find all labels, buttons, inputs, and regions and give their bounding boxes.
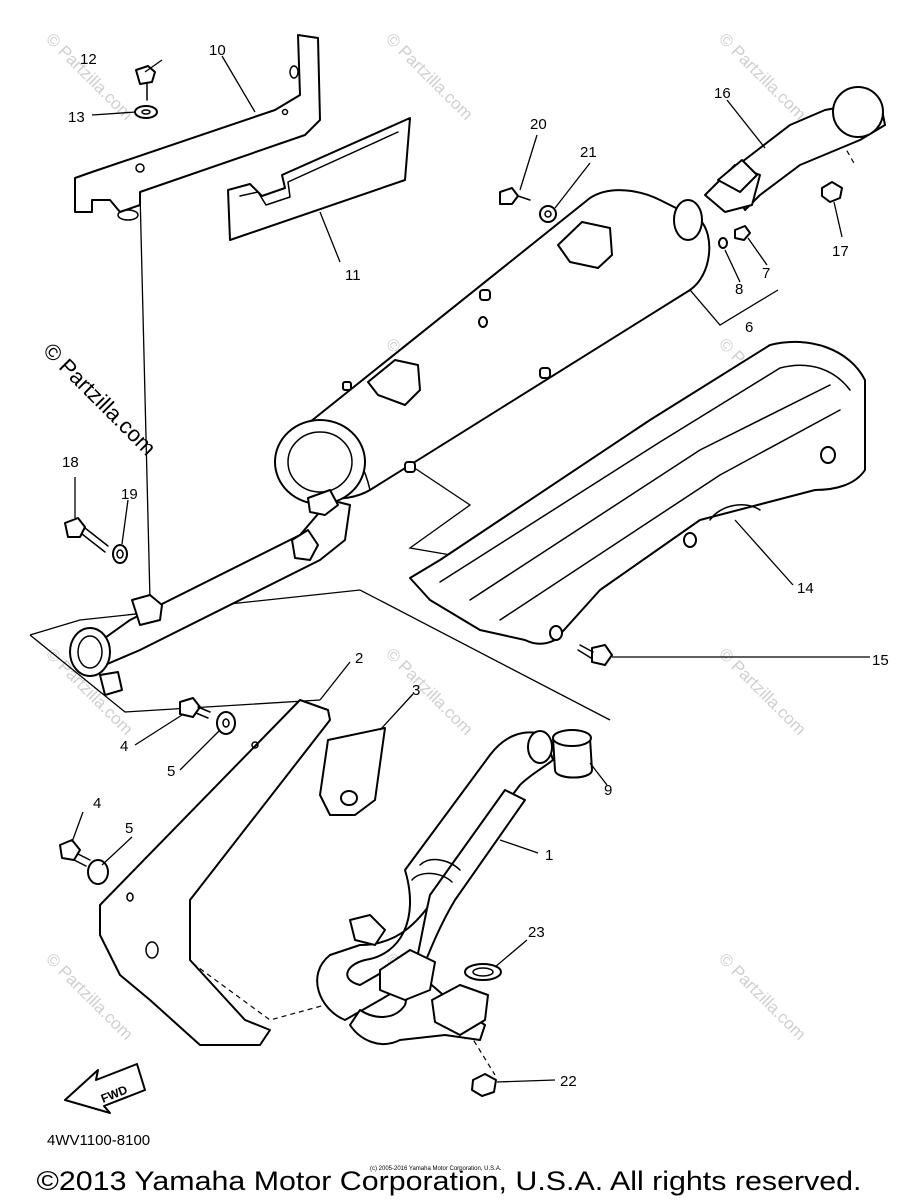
callout-8: 8	[735, 281, 743, 298]
callout-2: 2	[355, 650, 363, 667]
watermark: © Partzilla.com	[382, 644, 476, 738]
callout-numbers: 1 2 3 4 5 4 5 6 7 8 9 10 11 12 13 14 15 …	[62, 42, 889, 1090]
callout-9: 9	[604, 782, 612, 799]
bracket-part-10[interactable]	[74, 34, 321, 221]
callout-18: 18	[62, 454, 79, 471]
tailpipe-part-16[interactable]	[704, 86, 886, 213]
protector-part-14[interactable]	[409, 340, 866, 645]
callout-7: 7	[762, 265, 770, 282]
copyright-notice: ©2013 Yamaha Motor Corporation, U.S.A. A…	[37, 1166, 862, 1196]
callout-11: 11	[345, 267, 361, 284]
callout-leaders	[71, 55, 870, 1083]
plate-part-11[interactable]	[227, 117, 411, 241]
watermark: © Partzilla.com	[42, 29, 136, 123]
cover-part-3[interactable]	[319, 727, 386, 816]
callout-22: 22	[560, 1073, 577, 1090]
callout-16: 16	[714, 85, 731, 102]
callout-4: 4	[120, 738, 128, 755]
watermark: © Partzilla.com	[382, 29, 476, 123]
watermark: © Partzilla.com	[715, 949, 809, 1043]
callout-13: 13	[68, 109, 85, 126]
callout-14: 14	[797, 580, 814, 597]
callout-12: 12	[80, 51, 97, 68]
callout-5-lower: 5	[125, 820, 133, 837]
exhaust-pipe-part-1[interactable]	[316, 730, 554, 1045]
callout-4-lower: 4	[93, 795, 101, 812]
watermark: © Partzilla.com	[715, 644, 809, 738]
callout-21: 21	[580, 144, 597, 161]
watermark: © Partzilla.com	[715, 29, 809, 123]
copyright-small: (c) 2005-2016 Yamaha Motor Corporation, …	[370, 1166, 502, 1172]
callout-10: 10	[209, 42, 226, 59]
callout-5: 5	[167, 763, 175, 780]
callout-6: 6	[745, 319, 753, 336]
front-pipe-clamp[interactable]	[69, 489, 351, 696]
callout-3: 3	[412, 682, 420, 699]
diagram-code: 4WV1100-8100	[47, 1132, 150, 1149]
hardware[interactable]	[59, 65, 843, 1097]
callout-1: 1	[545, 847, 553, 864]
muffler-part-6[interactable]	[274, 189, 711, 505]
watermark-large: © Partzilla.com	[38, 338, 161, 461]
callout-17: 17	[832, 243, 849, 260]
callout-23: 23	[528, 924, 545, 941]
callout-15: 15	[872, 652, 889, 669]
callout-19: 19	[121, 486, 138, 503]
forward-arrow-icon: FWD	[64, 1063, 146, 1114]
heat-shield-part-2[interactable]	[99, 699, 331, 1046]
gasket-part-9[interactable]	[552, 729, 593, 779]
callout-20: 20	[530, 116, 547, 133]
